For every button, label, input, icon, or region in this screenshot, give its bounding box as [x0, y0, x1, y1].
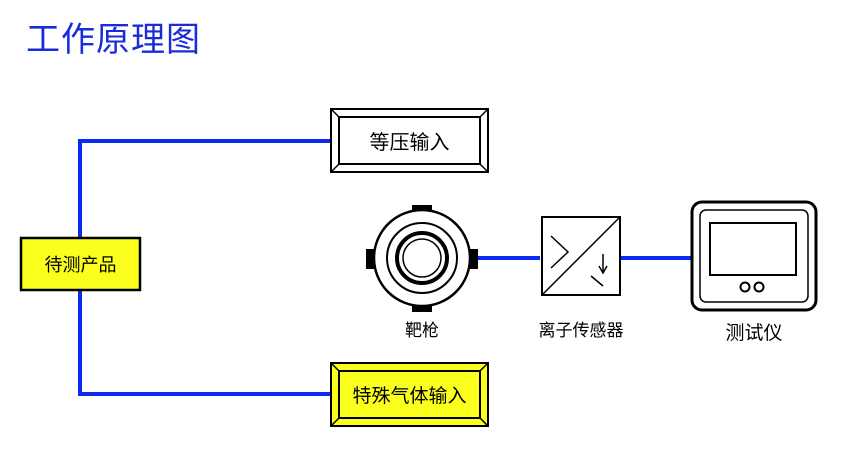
- ion-sensor-icon: [541, 216, 621, 296]
- isobaric-input-node: [330, 108, 489, 173]
- connector-product-to-special-gas: [78, 290, 331, 396]
- product-box: [19, 236, 142, 292]
- special-gas-input-node: [330, 362, 489, 427]
- special-gas-input-label: 特殊气体输入: [352, 385, 467, 407]
- target-gun-label: 靶枪: [405, 321, 439, 341]
- connector-product-to-isobaric: [78, 139, 331, 238]
- connector-lines: [78, 139, 692, 396]
- tester-icon: [690, 200, 818, 312]
- isobaric-input-label: 等压输入: [369, 130, 450, 154]
- tester-label: 测试仪: [725, 322, 783, 344]
- diagram-title: 工作原理图: [26, 20, 201, 60]
- product-label: 待测产品: [44, 255, 117, 276]
- ion-sensor-label: 离子传感器: [538, 321, 624, 341]
- target-gun-icon: [366, 205, 478, 312]
